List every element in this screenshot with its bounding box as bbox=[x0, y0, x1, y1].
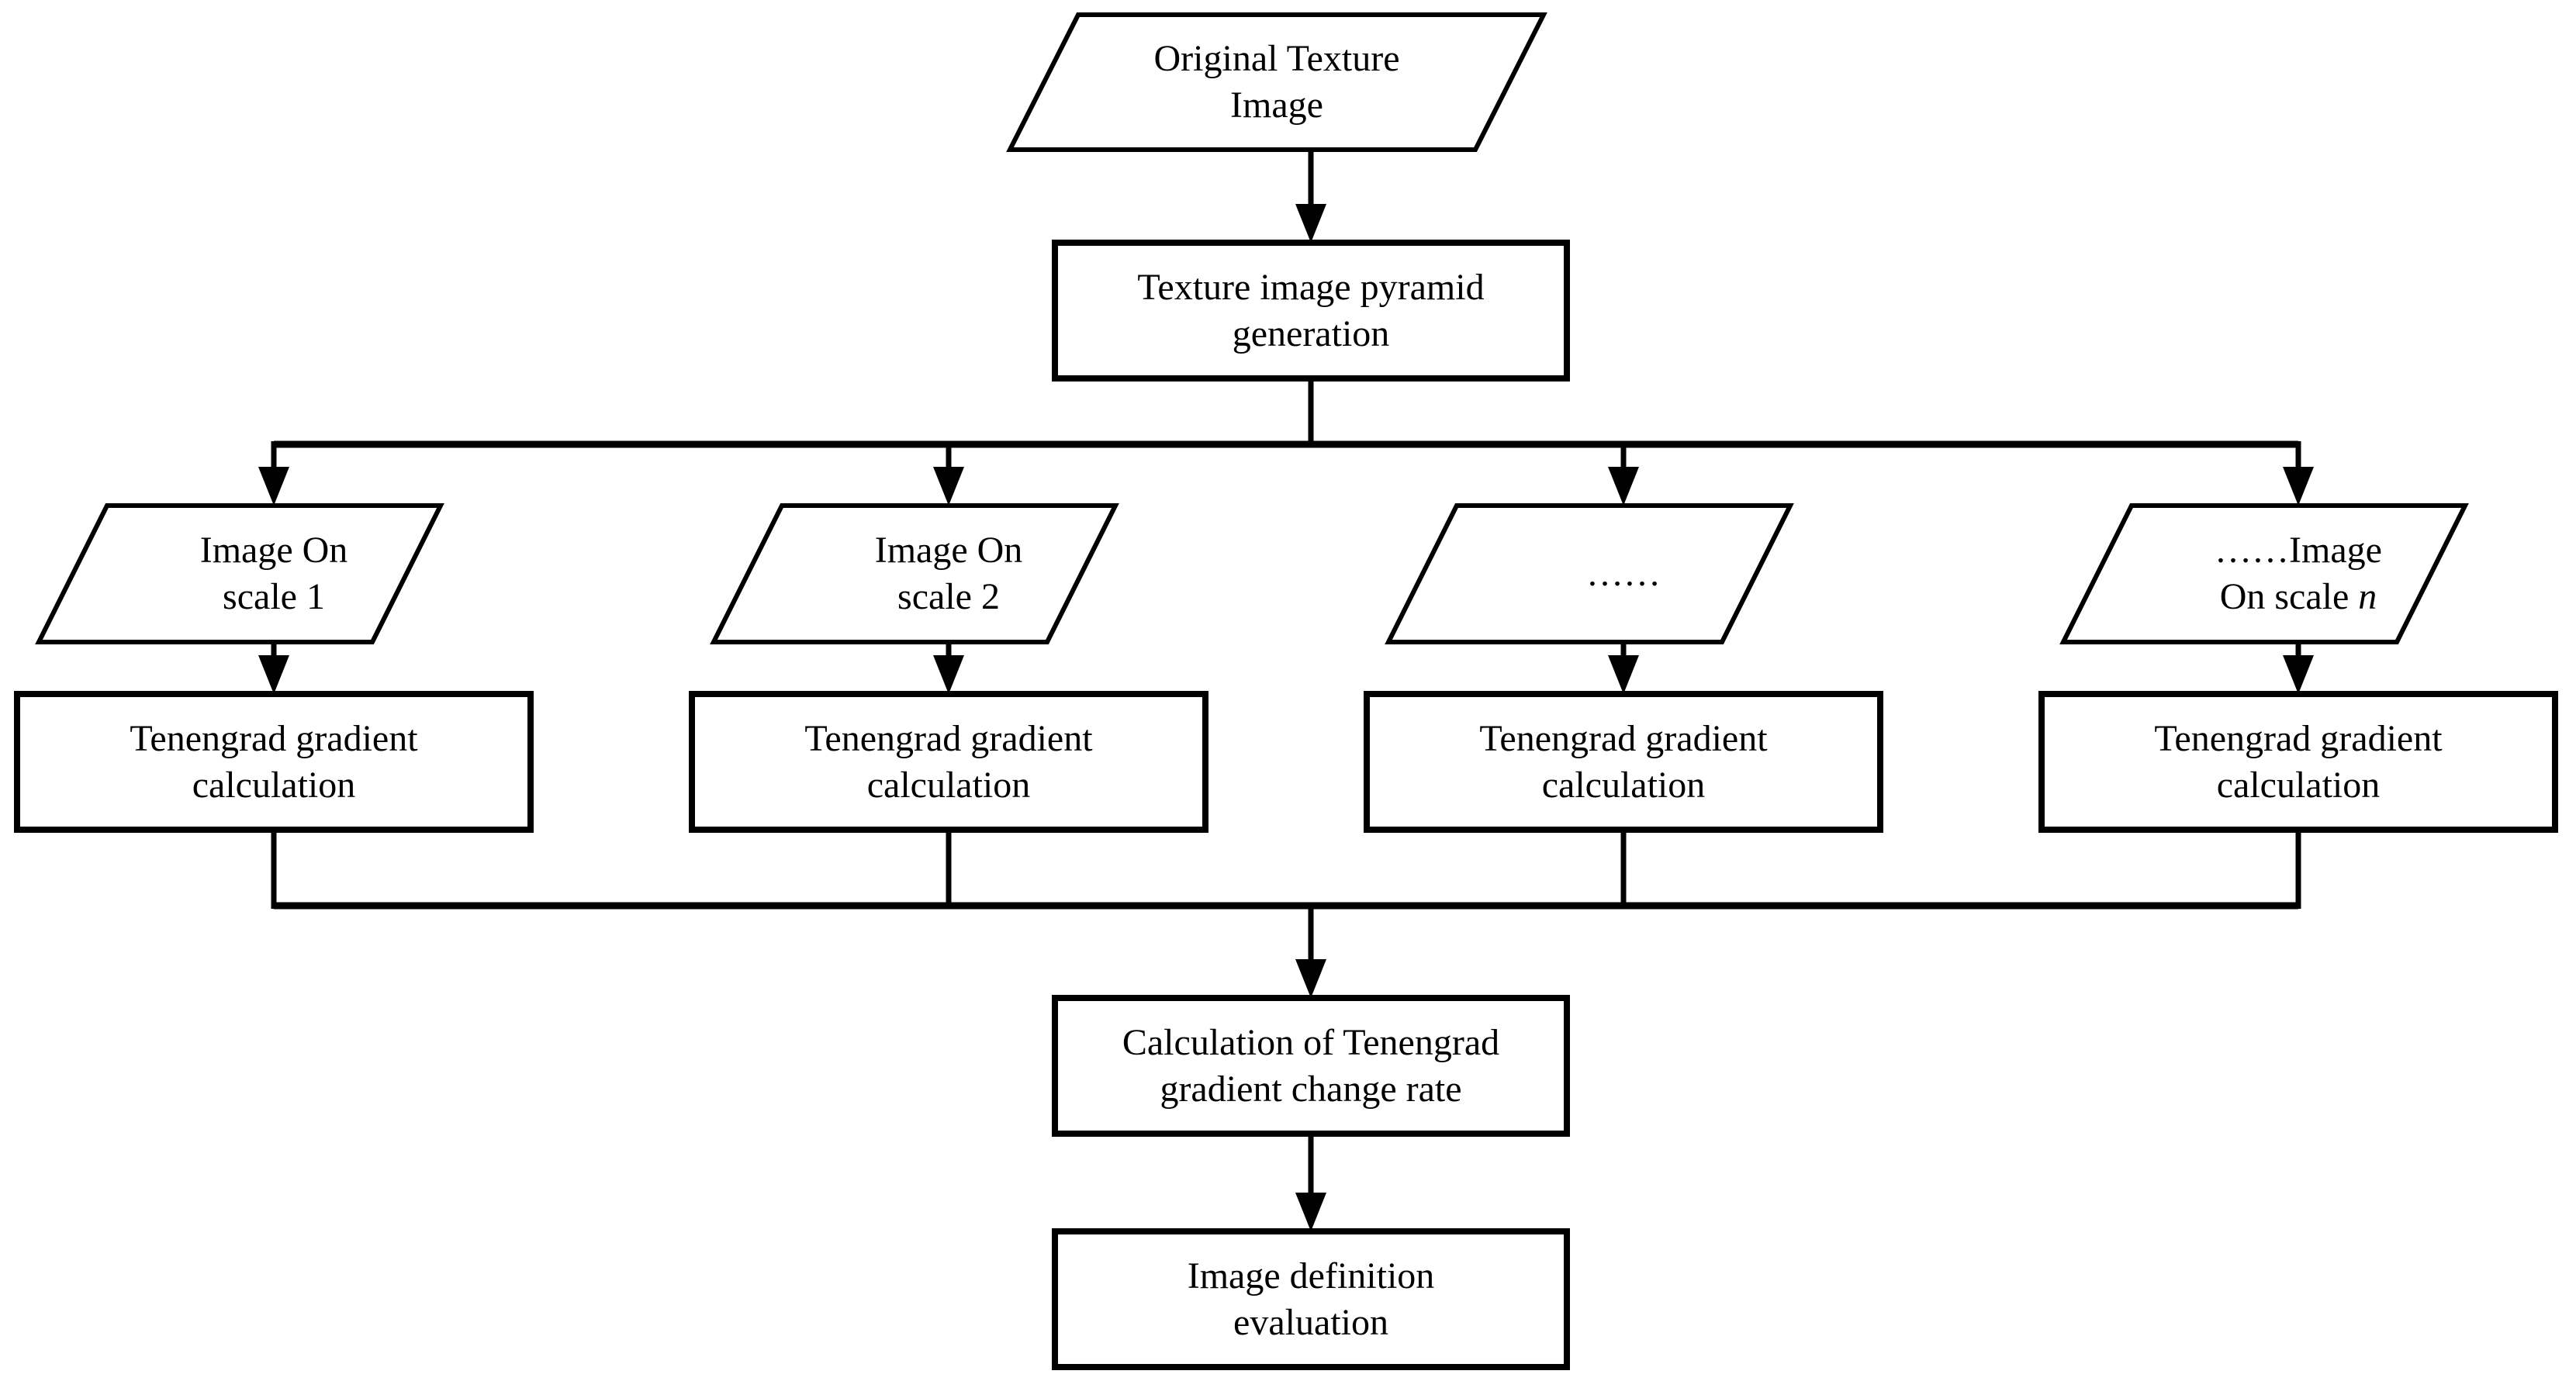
node-label: Tenengrad gradient calculation bbox=[1479, 717, 1768, 806]
node-label: Tenengrad gradient calculation bbox=[2154, 717, 2443, 806]
shape-pyramid-rect bbox=[1052, 240, 1570, 382]
shape-tenengrad2-rect bbox=[689, 691, 1208, 833]
shape-tenengrad3-rect bbox=[1364, 691, 1883, 833]
node-tenengrad-gradient-calculation-2: Tenengrad gradient calculation bbox=[692, 694, 1205, 830]
arrowhead-branch-2 bbox=[933, 467, 964, 506]
shape-scale1-parallelogram bbox=[35, 503, 444, 644]
arrowhead-scalen-to-tenengrad4 bbox=[2283, 655, 2314, 694]
arrowhead-scale2-to-tenengrad2 bbox=[933, 655, 964, 694]
node-label: Image On scale 2 bbox=[874, 530, 1023, 617]
arrowhead-branch-1 bbox=[258, 467, 289, 506]
arrowhead-dots-to-tenengrad3 bbox=[1608, 655, 1639, 694]
arrowhead-changerate-to-evaluation bbox=[1295, 1193, 1326, 1231]
shape-dots-parallelogram bbox=[1385, 503, 1794, 644]
node-ellipsis: …… bbox=[1422, 506, 1825, 642]
node-label-variable-n: n bbox=[2358, 576, 2377, 617]
shape-original-parallelogram bbox=[1006, 12, 1547, 152]
node-original-texture-image: Original Texture Image bbox=[1010, 15, 1544, 150]
arrowhead-scale1-to-tenengrad1 bbox=[258, 655, 289, 694]
shape-tenengrad4-rect bbox=[2038, 691, 2558, 833]
node-label: Calculation of Tenengrad gradient change… bbox=[1122, 1021, 1500, 1110]
shape-evaluation-rect bbox=[1052, 1228, 1570, 1370]
node-label: Original Texture Image bbox=[1153, 38, 1400, 126]
node-label: Texture image pyramid generation bbox=[1137, 266, 1485, 354]
arrowhead-original-to-pyramid bbox=[1295, 204, 1326, 243]
arrowhead-branch-4 bbox=[2283, 467, 2314, 506]
arrowhead-merge-to-changerate bbox=[1295, 959, 1326, 998]
node-label: Image definition evaluation bbox=[1187, 1255, 1435, 1343]
node-label: Tenengrad gradient calculation bbox=[130, 717, 418, 806]
node-tenengrad-gradient-calculation-1: Tenengrad gradient calculation bbox=[17, 694, 531, 830]
node-label: ……Image On scale n bbox=[2215, 527, 2382, 620]
node-image-on-scale-2: Image On scale 2 bbox=[747, 506, 1150, 642]
node-tenengrad-gradient-calculation-3: Tenengrad gradient calculation bbox=[1367, 694, 1880, 830]
node-image-definition-evaluation: Image definition evaluation bbox=[1055, 1231, 1567, 1367]
node-label: …… bbox=[1586, 553, 1661, 594]
node-image-on-scale-1: Image On scale 1 bbox=[72, 506, 475, 642]
node-label: Tenengrad gradient calculation bbox=[804, 717, 1093, 806]
node-label-prefix: ……Image On scale bbox=[2215, 530, 2382, 617]
shape-scalen-parallelogram bbox=[2059, 503, 2469, 644]
node-label: Image On scale 1 bbox=[199, 530, 348, 617]
node-image-on-scale-n: ……Image On scale n bbox=[2097, 506, 2500, 642]
node-calculation-of-tenengrad-gradient-change-rate: Calculation of Tenengrad gradient change… bbox=[1055, 998, 1567, 1134]
node-tenengrad-gradient-calculation-4: Tenengrad gradient calculation bbox=[2042, 694, 2555, 830]
shape-scale2-parallelogram bbox=[710, 503, 1119, 644]
arrowhead-branch-3 bbox=[1608, 467, 1639, 506]
shape-changerate-rect bbox=[1052, 995, 1570, 1137]
shape-tenengrad1-rect bbox=[14, 691, 534, 833]
node-texture-image-pyramid-generation: Texture image pyramid generation bbox=[1055, 243, 1567, 378]
